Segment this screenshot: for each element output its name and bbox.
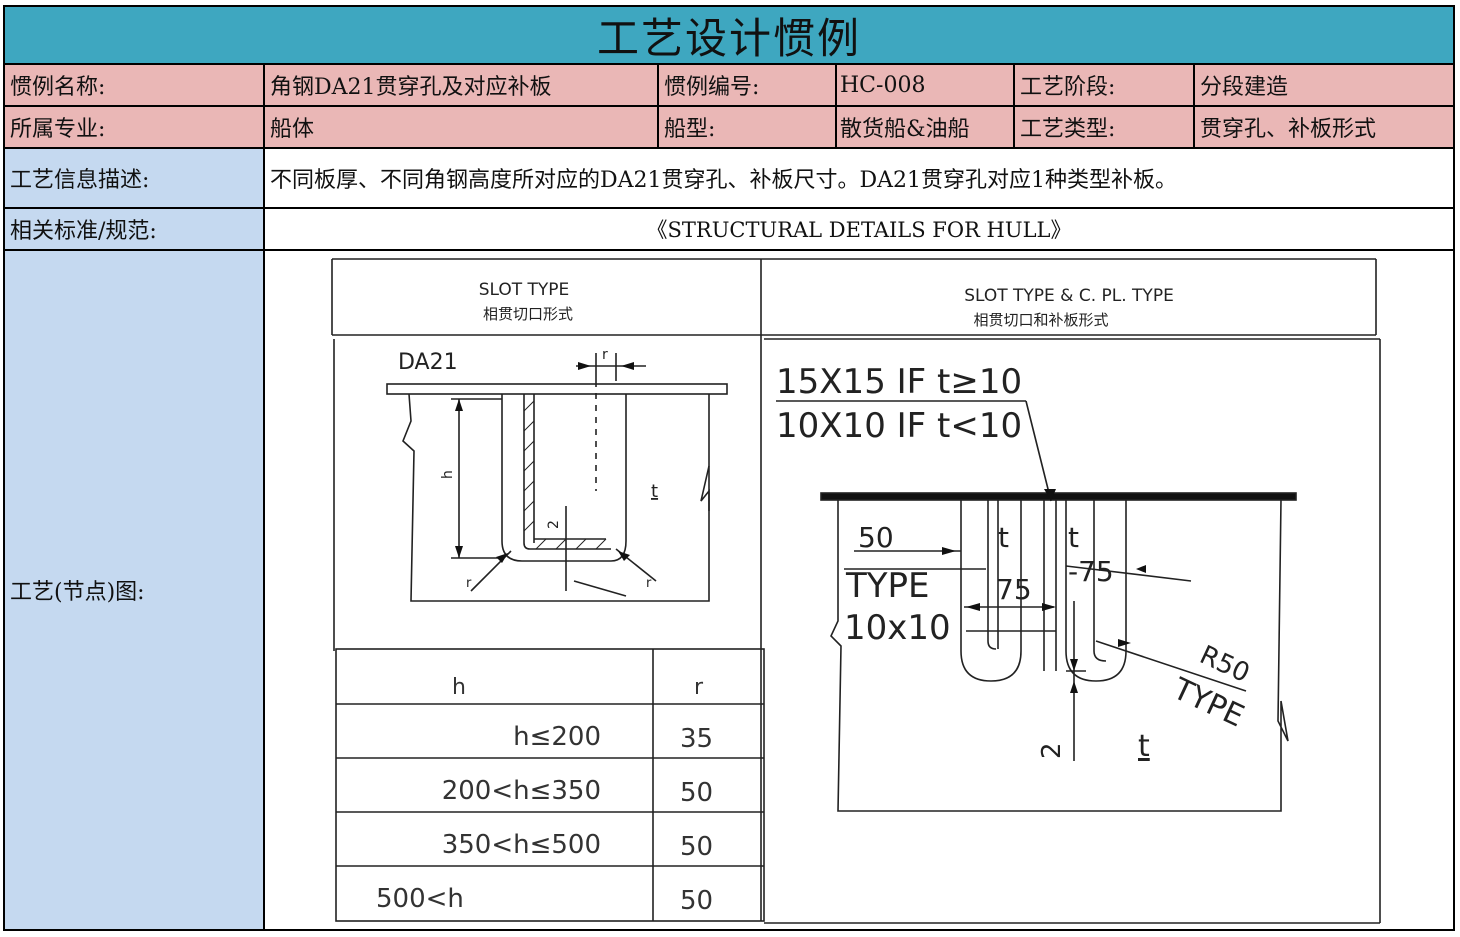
dim-r-right: r bbox=[646, 576, 652, 591]
stage-value: 分段建造 bbox=[1195, 65, 1453, 107]
table-row-3-r: 50 bbox=[680, 832, 713, 862]
drawing-label: 工艺(节点)图: bbox=[5, 251, 265, 929]
process-drawing: SLOT TYPE 相贯切口形式 SLOT TYPE & C. PL. TYPE… bbox=[266, 251, 1453, 929]
dim-type: TYPE bbox=[845, 566, 930, 606]
table-header-h: h bbox=[452, 675, 466, 700]
dim-75-a: 75 bbox=[996, 573, 1032, 606]
table-row-4-h: 500<h bbox=[376, 884, 464, 914]
dim-r-left: r bbox=[466, 576, 472, 591]
table-row-2-h: 200<h≤350 bbox=[442, 776, 601, 806]
type-value: 贯穿孔、补板形式 bbox=[1195, 107, 1453, 149]
dim-2-right: 2 bbox=[1037, 742, 1067, 759]
dim-75-b: -75 bbox=[1068, 555, 1114, 588]
page-title: 工艺设计惯例 bbox=[5, 7, 1453, 65]
ship-value: 散货船&油船 bbox=[837, 107, 1015, 149]
description-label: 工艺信息描述: bbox=[5, 149, 265, 209]
table-row-4-r: 50 bbox=[680, 886, 713, 916]
description-value: 不同板厚、不同角钢高度所对应的DA21贯穿孔、补板尺寸。DA21贯穿孔对应1种类… bbox=[265, 149, 1453, 209]
note-line-2: 10X10 IF t<10 bbox=[776, 406, 1022, 446]
code-label: 惯例编号: bbox=[659, 65, 837, 107]
dim-t-bottom: t bbox=[1138, 729, 1150, 764]
table-row-1-h: h≤200 bbox=[513, 722, 601, 752]
standard-value: 《STRUCTURAL DETAILS FOR HULL》 bbox=[265, 209, 1453, 251]
type-label: 工艺类型: bbox=[1015, 107, 1195, 149]
left-header-cn: 相贯切口形式 bbox=[483, 305, 573, 323]
ship-label: 船型: bbox=[659, 107, 837, 149]
standard-label: 相关标准/规范: bbox=[5, 209, 265, 251]
dim-t-left: t bbox=[651, 481, 658, 502]
right-header-cn: 相贯切口和补板形式 bbox=[973, 311, 1108, 329]
dim-t-right: t bbox=[1068, 521, 1079, 554]
left-header-en: SLOT TYPE bbox=[479, 280, 570, 300]
major-value: 船体 bbox=[265, 107, 659, 149]
dim-50: 50 bbox=[858, 521, 894, 554]
code-value: HC-008 bbox=[837, 65, 1015, 107]
profile-label: DA21 bbox=[398, 350, 458, 375]
drawing-svg: SLOT TYPE 相贯切口形式 SLOT TYPE & C. PL. TYPE… bbox=[331, 258, 1381, 924]
table-row-2-r: 50 bbox=[680, 778, 713, 808]
dim-r-top: r bbox=[602, 347, 608, 363]
note-line-1: 15X15 IF t≥10 bbox=[776, 362, 1022, 402]
table-row-3-h: 350<h≤500 bbox=[442, 830, 601, 860]
right-header-en: SLOT TYPE & C. PL. TYPE bbox=[964, 286, 1174, 306]
name-label: 惯例名称: bbox=[5, 65, 265, 107]
table-header-r: r bbox=[694, 675, 704, 700]
table-row-1-r: 35 bbox=[680, 724, 713, 754]
name-value: 角钢DA21贯穿孔及对应补板 bbox=[265, 65, 659, 107]
major-label: 所属专业: bbox=[5, 107, 265, 149]
dim-10x10: 10x10 bbox=[844, 608, 951, 648]
dim-2-left: 2 bbox=[546, 520, 562, 529]
dim-t-mid: t bbox=[998, 521, 1009, 554]
dim-h-label: h bbox=[440, 470, 456, 479]
stage-label: 工艺阶段: bbox=[1015, 65, 1195, 107]
process-sheet: 工艺设计惯例 惯例名称: 角钢DA21贯穿孔及对应补板 惯例编号: HC-008… bbox=[3, 5, 1455, 931]
